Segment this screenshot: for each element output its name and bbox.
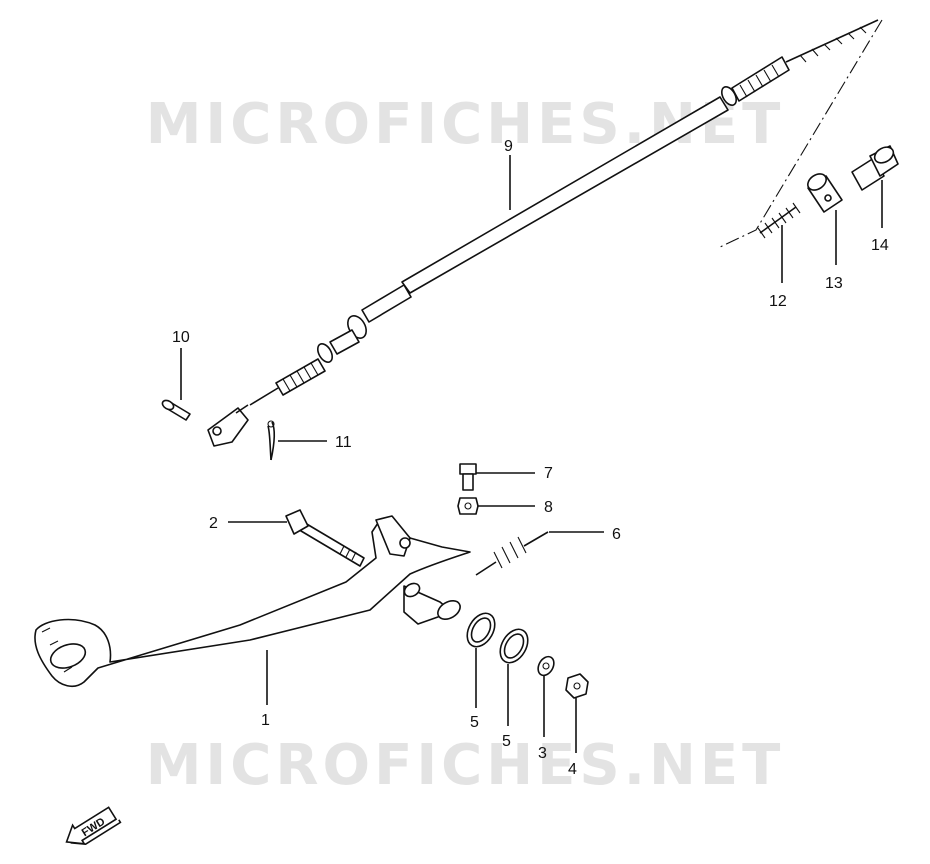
part-4-nut xyxy=(565,673,589,699)
part-5-washer-b xyxy=(499,628,529,664)
part-14-adjusting-nut xyxy=(851,145,899,191)
callout-1: 1 xyxy=(261,712,270,729)
callout-8: 8 xyxy=(544,499,553,516)
part-10-clevis-pin xyxy=(161,399,191,421)
callout-6: 6 xyxy=(612,526,621,543)
part-11-cotter-pin xyxy=(267,420,276,461)
callout-3: 3 xyxy=(538,745,547,762)
callout-5b: 5 xyxy=(502,733,511,750)
part-13-joint xyxy=(807,173,843,213)
part-2-bolt xyxy=(285,509,365,567)
part-8-nut xyxy=(457,497,479,515)
part-3-washer xyxy=(537,655,555,677)
part-9-brake-cable xyxy=(207,19,879,447)
callout-13: 13 xyxy=(825,275,843,292)
callout-4: 4 xyxy=(568,761,577,778)
leader-lines xyxy=(180,155,883,753)
callout-9: 9 xyxy=(504,138,513,155)
callout-7: 7 xyxy=(544,465,553,482)
callout-14: 14 xyxy=(871,237,889,254)
assembly-guide-line xyxy=(717,19,883,249)
callout-10: 10 xyxy=(172,329,190,346)
part-6-spring xyxy=(475,531,549,576)
part-7-bolt xyxy=(459,463,477,491)
part-1-brake-pedal xyxy=(34,515,471,688)
part-5-washer-a xyxy=(466,612,496,648)
fwd-arrow-icon: FWD xyxy=(65,806,122,845)
callout-12: 12 xyxy=(769,293,787,310)
callout-2: 2 xyxy=(209,515,218,532)
callout-11: 11 xyxy=(335,434,352,451)
callout-5a: 5 xyxy=(470,714,479,731)
part-12-spring xyxy=(757,202,801,239)
